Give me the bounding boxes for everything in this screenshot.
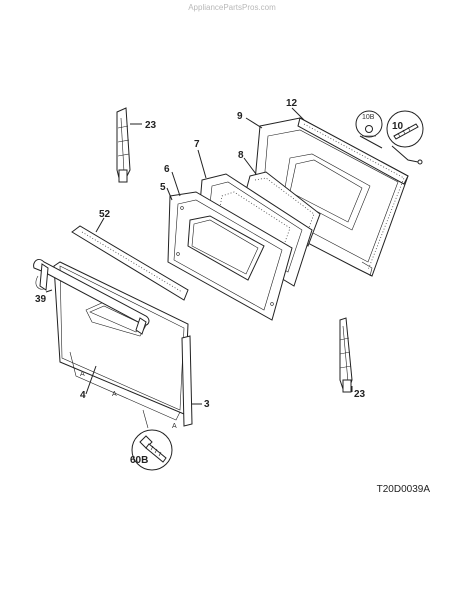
callout-top-trim: 52 [99,209,111,220]
drawing-id: T20D0039A [376,484,430,495]
side-trim-part [181,335,193,427]
callout-gasket: 12 [286,98,298,109]
screw-kit-part [386,110,424,148]
hinge-bottom-part [339,317,353,393]
marker-a-2: A [112,391,117,398]
hinge-top-part [116,107,142,183]
callout-handle: 39 [35,294,47,305]
callout-insulation: 8 [238,150,244,161]
callout-window-pack: 5 [160,182,166,193]
callout-screw-kit: 10 [392,121,404,132]
window-frame-part [167,191,293,321]
top-trim-part [71,225,189,301]
callout-hinge-top: 23 [145,120,157,131]
watermark: AppliancePartsPros.com [188,3,276,12]
washer-part [355,110,383,138]
inner-door-part [251,117,409,277]
marker-a-3: A [172,423,177,430]
marker-a-1: A [80,371,85,378]
callout-washer: 10B [362,114,375,121]
callout-screw: 60B [130,455,148,466]
callout-inner-door: 9 [237,111,243,122]
handle-part [33,259,150,335]
callout-window-glass: 7 [194,139,200,150]
callout-outer-door: 4 [80,390,86,401]
callout-hinge-bottom: 23 [354,389,366,400]
callout-side-trim: 3 [204,399,210,410]
callout-window-frame: 6 [164,164,170,175]
screw-part [131,429,173,471]
